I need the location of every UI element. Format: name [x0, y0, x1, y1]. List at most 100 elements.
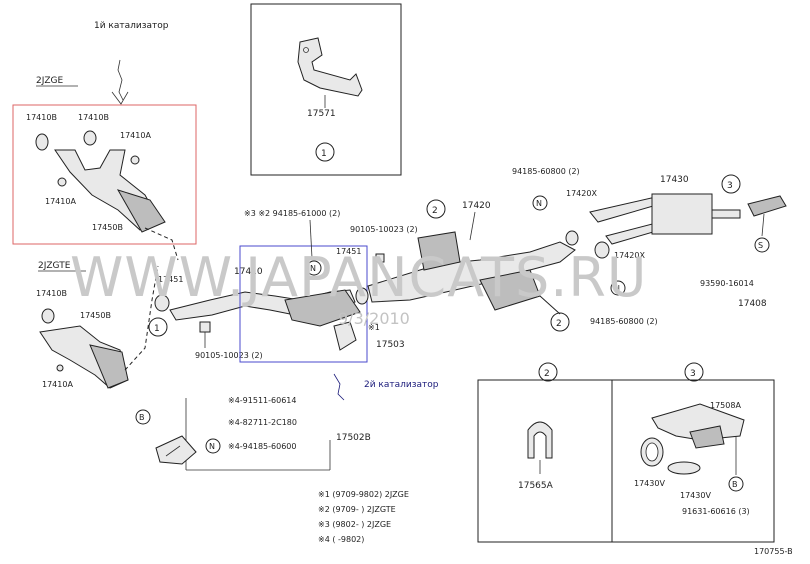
- marker-n: [306, 260, 322, 276]
- marker-n-label: N: [536, 199, 542, 208]
- part-17410-label: 17410: [234, 267, 263, 277]
- muffler-outlet: [711, 209, 741, 219]
- callout-number: 2: [432, 206, 438, 216]
- part-93590-label: 93590-16014: [700, 279, 754, 288]
- catalyst-body: [116, 189, 166, 233]
- part-82711-label: ※4-82711-2C180: [228, 418, 297, 427]
- heat-insulator-17502B-shape: [155, 435, 197, 465]
- engine-label-2jzgte: 2JZGTE: [38, 261, 71, 271]
- callout-number: 2: [544, 369, 550, 379]
- part-94185-61000-label: ※3 ※2 94185-61000 (2): [244, 209, 340, 218]
- part-94185-60600-label: ※4-94185-60600: [228, 442, 296, 451]
- marker-b: [135, 409, 151, 425]
- muffler-17430-shape: [651, 193, 713, 235]
- marker-n-label: N: [614, 284, 620, 293]
- bolt-icon: [199, 321, 211, 333]
- footnote-3: ※3 (9802- ) 2JZGE: [318, 520, 391, 529]
- part-94185-60800-label: 94185-60800 (2): [512, 167, 580, 176]
- nut-icon: [130, 155, 140, 165]
- part-90105-label: 90105-10023 (2): [195, 351, 263, 360]
- annotation-second-catalyst: 2й катализатор: [364, 380, 439, 390]
- pipe-hanger: [539, 295, 561, 315]
- part-17410B-label: 17410B: [36, 289, 67, 298]
- part-17420X-label: 17420X: [566, 189, 597, 198]
- part-17502B-label: 17502B: [336, 433, 371, 443]
- callout-number: 1: [321, 149, 327, 159]
- engine-label-2jzge: 2JZGE: [36, 76, 64, 86]
- marker-s: [754, 237, 770, 253]
- footnote-1: ※1 (9709-9802) 2JZGE: [318, 490, 409, 499]
- part-17410A-label: 17410A: [120, 131, 151, 140]
- marker-n: [610, 280, 626, 296]
- gasket-17430V-icon: [667, 461, 701, 475]
- marker-b-label: B: [139, 413, 145, 422]
- shape-detail: [165, 445, 181, 457]
- part-91631-label: 91631-60616 (3): [682, 507, 750, 516]
- gasket-icon: [41, 308, 55, 324]
- highlight-box-cat2: [239, 245, 368, 363]
- gasket-icon: [565, 230, 579, 246]
- gasket-icon: [355, 287, 369, 305]
- part-17420X-label: 17420X: [614, 251, 645, 260]
- gasket-icon: [35, 133, 49, 151]
- part-17408-label: 17408: [738, 299, 767, 309]
- part-17420-label: 17420: [462, 201, 491, 211]
- bracket-17503-shape: [333, 321, 357, 351]
- leader-line: [469, 211, 476, 241]
- part-17430V-label: 17430V: [680, 491, 711, 500]
- marker-n-label: N: [310, 264, 316, 273]
- diagram-number: 170755-B: [754, 547, 793, 556]
- highlight-box-cat1: [12, 104, 197, 245]
- tail-pipe-shape: [589, 195, 661, 223]
- part-17430-label: 17430: [660, 175, 689, 185]
- part-90105-label: 90105-10023 (2): [350, 225, 418, 234]
- marker-b-label: B: [732, 480, 738, 489]
- callout-number: 2: [556, 319, 562, 329]
- callout-circle-3-detail: [684, 362, 704, 382]
- marker-s-label: S: [758, 241, 763, 250]
- nut-icon: [56, 364, 64, 372]
- part-17503-label: 17503: [376, 340, 405, 350]
- annotation-first-catalyst: 1й катализатор: [94, 21, 169, 31]
- hand-arrow-up: [333, 373, 345, 401]
- tail-tip-17408-shape: [747, 195, 787, 217]
- arrow-head: [111, 91, 129, 105]
- part-17410A-label: 17410A: [42, 380, 73, 389]
- date-stamp: 9/3/2010: [338, 309, 410, 328]
- callout-circle-1-top: [315, 142, 335, 162]
- callout-circle-2-detail: [538, 362, 558, 382]
- bracket-detail: [689, 425, 725, 449]
- footnote-2: ※2 (9709- ) 2JZGTE: [318, 505, 396, 514]
- marker-s1: ※1: [368, 323, 380, 332]
- bolt-icon: [375, 253, 385, 263]
- hand-arrow-down: [117, 59, 124, 101]
- leader-line: [761, 213, 765, 237]
- watermark: WWW.JAPANCATS.RU: [70, 246, 647, 309]
- gasket-hole: [645, 442, 659, 462]
- catalyst-body: [89, 344, 129, 389]
- callout-number: 1: [154, 324, 160, 334]
- leader-line: [309, 219, 313, 259]
- gasket-icon: [594, 241, 610, 259]
- resonator-shape: [417, 231, 461, 271]
- detail-box-bracket: [250, 3, 402, 176]
- part-17410B-label: 17410B: [26, 113, 57, 122]
- part-17508A-label: 17508A: [710, 401, 741, 410]
- callout-circle-3: [721, 174, 741, 194]
- part-17451-label: 17451: [336, 247, 361, 256]
- part-17451-label: 17451: [158, 275, 183, 284]
- hanger-17565A-shape: [527, 421, 553, 459]
- bracket-hole: [303, 47, 309, 53]
- bracket-17571-shape: [297, 37, 363, 97]
- dashed-link: [124, 265, 159, 371]
- part-17571-label: 17571: [307, 109, 336, 119]
- part-17430V-label: 17430V: [634, 479, 665, 488]
- part-91511-label: ※4-91511-60614: [228, 396, 296, 405]
- footnote-4: ※4 ( -9802): [318, 535, 364, 544]
- gasket-icon: [83, 130, 97, 146]
- part-17450B-label: 17450B: [92, 223, 123, 232]
- gasket-17451-icon: [154, 294, 170, 312]
- part-17565A-label: 17565A: [518, 481, 554, 491]
- callout-circle-2: [426, 199, 446, 219]
